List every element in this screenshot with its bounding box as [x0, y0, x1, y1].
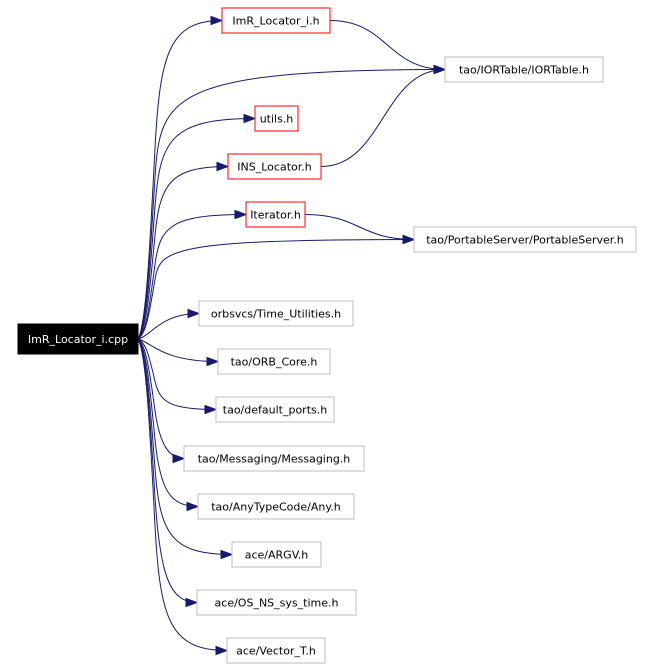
arrowhead-ins_locator_h: [216, 161, 230, 172]
arrowhead-iortable_h: [433, 64, 447, 75]
node-label-utils_h: utils.h: [260, 113, 294, 126]
node-utils_h[interactable]: utils.h: [254, 105, 299, 132]
edge-root-to-vector_t_h: [137, 338, 228, 651]
node-portableserver_h[interactable]: tao/PortableServer/PortableServer.h: [413, 226, 637, 253]
node-box-default_ports_h: [215, 396, 335, 423]
arrowhead-default_ports_h: [204, 404, 218, 415]
node-iterator_h[interactable]: Iterator.h: [245, 201, 306, 228]
node-orb_core_h[interactable]: tao/ORB_Core.h: [217, 348, 331, 375]
node-label-iortable_h: tao/IORTable/IORTable.h: [459, 64, 589, 77]
node-box-messaging_h: [183, 445, 365, 472]
node-label-any_h: tao/AnyTypeCode/Any.h: [211, 501, 341, 514]
node-box-time_utilities_h: [198, 300, 354, 327]
edge-root-to-iortable_h: [137, 69, 446, 340]
arrowhead-imr_locator_h: [210, 15, 224, 26]
node-box-orb_core_h: [217, 348, 331, 375]
node-time_utilities_h[interactable]: orbsvcs/Time_Utilities.h: [198, 300, 354, 327]
edge-iterator_h-to-portableserver_h: [304, 214, 415, 240]
node-box-iterator_h: [245, 201, 306, 228]
node-label-imr_locator_h: ImR_Locator_i.h: [232, 15, 319, 28]
node-os_ns_sys_time_h[interactable]: ace/OS_NS_sys_time.h: [196, 589, 357, 616]
edge-root-to-ins_locator_h: [137, 166, 229, 340]
edge-root-to-orb_core_h: [137, 338, 219, 362]
node-box-imr_locator_h: [221, 7, 331, 34]
arrowhead-orb_core_h: [206, 356, 220, 367]
edge-root-to-imr_locator_h: [137, 20, 223, 340]
edge-root-to-portableserver_h: [137, 239, 415, 340]
node-root[interactable]: ImR_Locator_i.cpp: [17, 323, 139, 355]
node-box-iortable_h: [444, 56, 604, 83]
node-box-root: [17, 323, 139, 355]
edges-layer: [137, 15, 447, 656]
node-label-argv_h: ace/ARGV.h: [245, 549, 309, 562]
node-label-messaging_h: tao/Messaging/Messaging.h: [198, 453, 351, 466]
edge-root-to-argv_h: [137, 338, 233, 555]
node-box-argv_h: [231, 541, 322, 568]
arrowhead-argv_h: [220, 549, 234, 560]
nodes-layer: ImR_Locator_i.cpp ImR_Locator_i.h tao/IORT…: [17, 7, 637, 664]
edge-imr_locator_h-to-iortable_h: [329, 20, 446, 70]
node-argv_h[interactable]: ace/ARGV.h: [231, 541, 322, 568]
arrowhead-vector_t_h: [215, 645, 229, 656]
node-label-ins_locator_h: INS_Locator.h: [237, 161, 311, 174]
edge-root-to-default_ports_h: [137, 338, 217, 410]
arrowhead-iterator_h: [234, 209, 248, 220]
edge-root-to-any_h: [137, 338, 199, 507]
node-box-ins_locator_h: [227, 153, 322, 180]
node-default_ports_h[interactable]: tao/default_ports.h: [215, 396, 335, 423]
node-iortable_h[interactable]: tao/IORTable/IORTable.h: [444, 56, 604, 83]
node-box-utils_h: [254, 105, 299, 132]
node-any_h[interactable]: tao/AnyTypeCode/Any.h: [197, 493, 355, 520]
node-label-orb_core_h: tao/ORB_Core.h: [231, 356, 318, 369]
node-box-any_h: [197, 493, 355, 520]
node-label-portableserver_h: tao/PortableServer/PortableServer.h: [426, 234, 624, 247]
node-messaging_h[interactable]: tao/Messaging/Messaging.h: [183, 445, 365, 472]
arrowhead-os_ns_sys_time_h: [185, 597, 199, 608]
edge-root-to-utils_h: [137, 118, 256, 340]
arrowhead-time_utilities_h: [187, 308, 201, 319]
node-label-default_ports_h: tao/default_ports.h: [223, 404, 327, 417]
arrowhead-portableserver_h: [402, 234, 416, 245]
node-label-iterator_h: Iterator.h: [250, 209, 301, 222]
node-label-vector_t_h: ace/Vector_T.h: [236, 645, 316, 658]
node-label-time_utilities_h: orbsvcs/Time_Utilities.h: [211, 308, 341, 321]
node-vector_t_h[interactable]: ace/Vector_T.h: [226, 637, 326, 664]
node-label-root: ImR_Locator_i.cpp: [28, 333, 128, 346]
node-ins_locator_h[interactable]: INS_Locator.h: [227, 153, 322, 180]
node-box-vector_t_h: [226, 637, 326, 664]
edge-ins_locator_h-to-iortable_h: [320, 69, 446, 167]
edge-root-to-iterator_h: [137, 214, 247, 340]
node-imr_locator_h[interactable]: ImR_Locator_i.h: [221, 7, 331, 34]
node-box-portableserver_h: [413, 226, 637, 253]
arrowhead-any_h: [186, 501, 200, 512]
edge-root-to-os_ns_sys_time_h: [137, 338, 198, 603]
arrowhead-messaging_h: [172, 453, 186, 464]
node-label-os_ns_sys_time_h: ace/OS_NS_sys_time.h: [215, 597, 339, 610]
arrowhead-utils_h: [243, 113, 257, 124]
node-box-os_ns_sys_time_h: [196, 589, 357, 616]
